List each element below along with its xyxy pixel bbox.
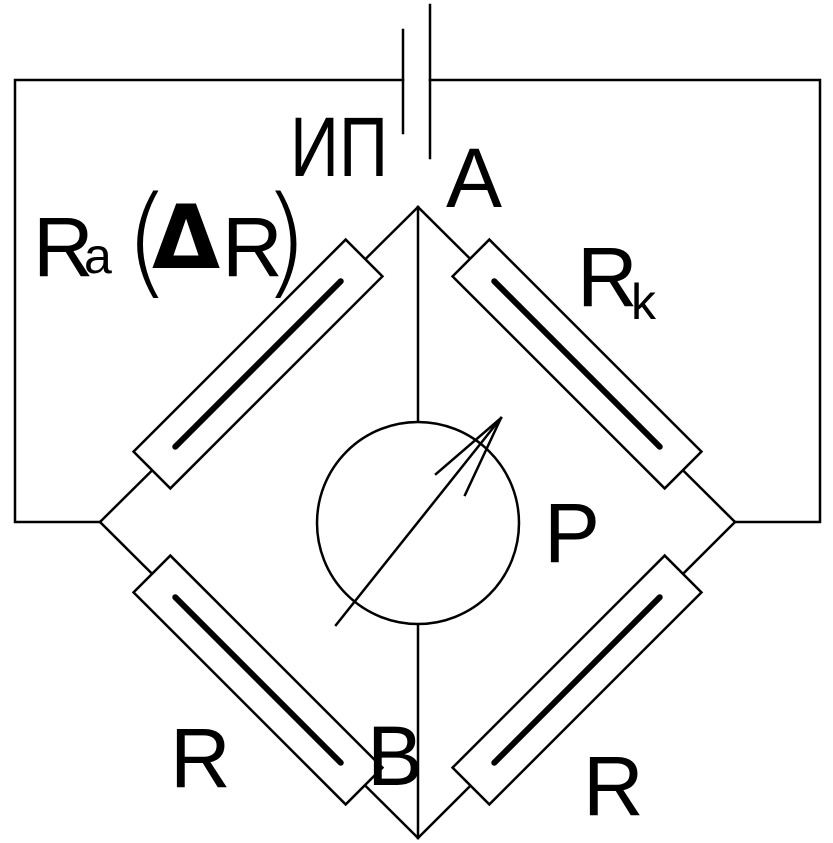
resistor-r-bottom-left <box>131 553 385 807</box>
power-source-label: ИП <box>290 100 388 194</box>
ra-label-paren-open: ( <box>124 172 171 311</box>
resistor-r-bottom-right <box>450 553 704 807</box>
ra-label-paren-close: ) <box>262 172 309 311</box>
rk-label-subscript: k <box>631 274 657 330</box>
rk-label-main: R <box>577 230 638 324</box>
ra-label-subscript: a <box>84 228 112 284</box>
meter <box>315 416 521 627</box>
ra-label-main: R <box>33 200 94 294</box>
r-bottom-right-label: R <box>583 739 644 833</box>
supply-wire-right <box>428 78 822 524</box>
meter-needle <box>334 416 503 627</box>
ra-label-delta-r: R <box>222 200 283 294</box>
supply-wire-left <box>13 78 405 524</box>
resistor-ra <box>131 237 385 491</box>
ra-label-delta: Δ <box>152 186 220 289</box>
meter-arrow-head-right <box>463 416 503 497</box>
resistor-rk <box>450 237 704 491</box>
meter-arrow-head-left <box>434 416 503 476</box>
r-bottom-left-label: R <box>170 711 231 805</box>
node-b-label: B <box>367 709 423 803</box>
meter-label: P <box>544 486 600 580</box>
node-a-label: A <box>446 131 502 225</box>
